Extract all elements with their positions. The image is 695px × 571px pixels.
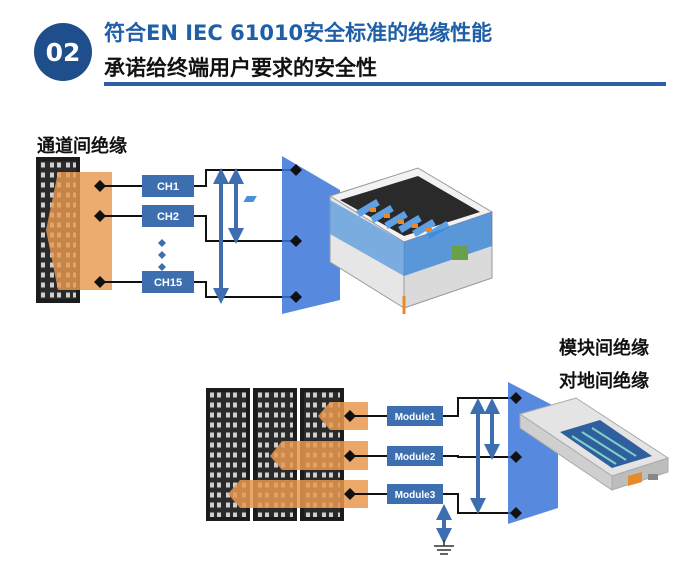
orange-arrow-module1 bbox=[318, 402, 368, 430]
module-label: Module3 bbox=[395, 490, 436, 501]
channel-label: CH1 bbox=[157, 181, 179, 193]
header-divider bbox=[104, 82, 666, 86]
terminal-node bbox=[94, 180, 106, 192]
battery-module-image bbox=[518, 397, 670, 491]
terminal-node bbox=[344, 450, 356, 462]
orange-arrow-module2 bbox=[270, 441, 368, 470]
orange-bracket-top bbox=[46, 172, 112, 290]
module-label: Module1 bbox=[395, 412, 436, 423]
channel-box-ch2: CH2 bbox=[142, 205, 194, 227]
ground-icon bbox=[434, 540, 454, 555]
section-subtitle: 承诺给终端用户要求的安全性 bbox=[104, 56, 377, 80]
channel-box-ch1: CH1 bbox=[142, 175, 194, 197]
section-title: 符合EN IEC 61010安全标准的绝缘性能 bbox=[104, 21, 493, 45]
battery-node bbox=[290, 164, 302, 176]
orange-arrow-module3 bbox=[228, 480, 368, 508]
isolation-barrier-top bbox=[282, 156, 340, 314]
ground-isolation-label: 对地间绝缘 bbox=[559, 371, 649, 392]
module-label: Module2 bbox=[395, 452, 436, 463]
module-node bbox=[510, 451, 522, 463]
module-node bbox=[510, 392, 522, 404]
channel-ellipsis bbox=[158, 239, 166, 271]
battery-node bbox=[290, 235, 302, 247]
channel-box-ch15: CH15 bbox=[142, 271, 194, 293]
terminal-node bbox=[94, 210, 106, 222]
section-number-badge: 02 bbox=[34, 23, 92, 81]
module-box-1: Module1 bbox=[387, 406, 443, 426]
module-box-3: Module3 bbox=[387, 484, 443, 504]
channel-label: CH15 bbox=[154, 277, 182, 289]
battery-pack-image bbox=[243, 167, 494, 314]
module-box-2: Module2 bbox=[387, 446, 443, 466]
module-node bbox=[510, 507, 522, 519]
battery-node bbox=[290, 291, 302, 303]
terminal-node bbox=[344, 488, 356, 500]
channel-label: CH2 bbox=[157, 211, 179, 223]
terminal-node bbox=[344, 410, 356, 422]
terminal-node bbox=[94, 276, 106, 288]
channel-isolation-label: 通道间绝缘 bbox=[37, 136, 127, 157]
module-isolation-label: 模块间绝缘 bbox=[559, 338, 649, 359]
